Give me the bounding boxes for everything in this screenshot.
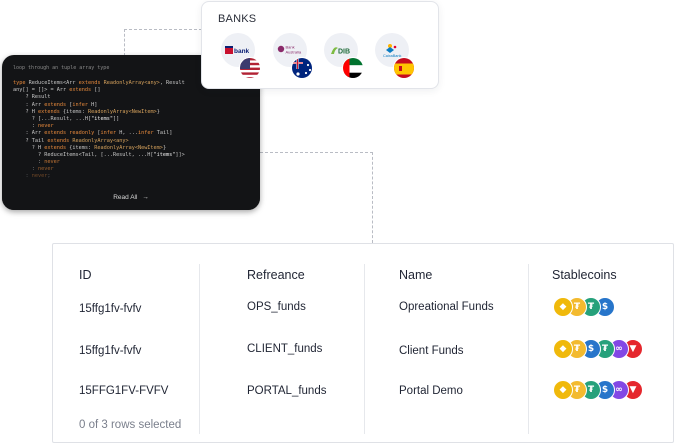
coin-bnb-icon: ◆ (553, 297, 573, 317)
cell-id: 15ffg1fv-fvfv (79, 303, 142, 315)
code-line: ? Result (13, 94, 51, 101)
code-line: : Arr extends [infer H] (13, 101, 98, 108)
column-header-reference[interactable]: Refreance (247, 268, 305, 282)
cell-reference: CLIENT_funds (247, 343, 323, 355)
read-all-label: Read All (113, 193, 138, 201)
stablecoin-icons: ◆₮₮$∞▼ (553, 380, 645, 402)
connector-table-horizontal (260, 152, 373, 153)
stablecoin-icons: ◆₮$₮∞▼ (553, 339, 645, 361)
code-line: type ReduceItems<Arr extends ReadonlyArr… (13, 80, 185, 86)
code-line: ? H extends {items: ReadonlyArray<NewIte… (13, 108, 160, 115)
cell-reference: PORTAL_funds (247, 385, 327, 397)
flag-australia-icon (291, 57, 313, 79)
banks-title: BANKS (218, 13, 257, 25)
coin-bnb-icon: ◆ (553, 380, 573, 400)
column-header-name[interactable]: Name (399, 268, 433, 282)
code-snippet-header: loop through an tuple array type (13, 65, 110, 71)
svg-text:CaixaBank: CaixaBank (383, 54, 401, 58)
bank-dib[interactable]: DIB (324, 33, 364, 79)
cell-id: 15ffg1fv-fvfv (79, 345, 142, 357)
coin-bnb-icon: ◆ (553, 339, 573, 359)
code-line: ? Tail extends ReadonlyArray<any> (13, 137, 129, 144)
banks-card: BANKS bank Bank (201, 1, 439, 89)
cell-reference: OPS_funds (247, 301, 306, 313)
code-line: ? [...Result, ...H["items"]] (13, 115, 120, 122)
svg-text:bank: bank (234, 48, 250, 55)
flag-spain-icon (393, 57, 415, 79)
svg-text:DIB: DIB (338, 49, 350, 56)
column-divider (199, 264, 200, 434)
bank-us-bank[interactable]: bank (221, 33, 261, 79)
rows-selected-status: 0 of 3 rows selected (79, 419, 182, 431)
code-line: : Arr extends readonly [infer H, ...infe… (13, 130, 173, 137)
flag-uae-icon (342, 57, 364, 79)
cell-name: Portal Demo (399, 385, 463, 397)
cell-name: Opreational Funds (399, 301, 494, 313)
column-header-id[interactable]: ID (79, 268, 92, 282)
svg-text:Bank: Bank (286, 45, 295, 50)
stablecoin-icons: ◆₮₮$ (553, 297, 617, 319)
column-divider (364, 264, 365, 434)
cell-id: 15FFG1FV-FVFV (79, 385, 169, 397)
cell-name: Client Funds (399, 345, 464, 357)
connector-banks-horizontal (124, 29, 202, 30)
code-line: any[] = []> = Arr extends [] (13, 87, 101, 94)
connector-banks-vertical (124, 29, 125, 56)
code-fade-overlay (2, 155, 260, 210)
arrow-right-icon: → (142, 193, 149, 201)
bank-bank-australia[interactable]: Bank Australia (273, 33, 313, 79)
column-divider (528, 264, 529, 434)
column-header-stablecoins[interactable]: Stablecoins (552, 268, 617, 282)
connector-table-vertical (372, 152, 373, 243)
code-line: ? H extends {items: ReadonlyArray<NewIte… (13, 144, 167, 151)
bank-caixabank[interactable]: CaixaBank (375, 33, 415, 79)
code-line: : never (13, 123, 54, 130)
code-line: ? ReduceItems<Tail, [...Result, ...H["it… (13, 152, 256, 159)
read-all-button[interactable]: Read All → (2, 194, 260, 201)
flag-usa-icon (239, 57, 261, 79)
svg-text:Australia: Australia (286, 50, 302, 55)
accounts-table: ID Refreance Name Stablecoins 15ffg1fv-f… (52, 243, 674, 443)
